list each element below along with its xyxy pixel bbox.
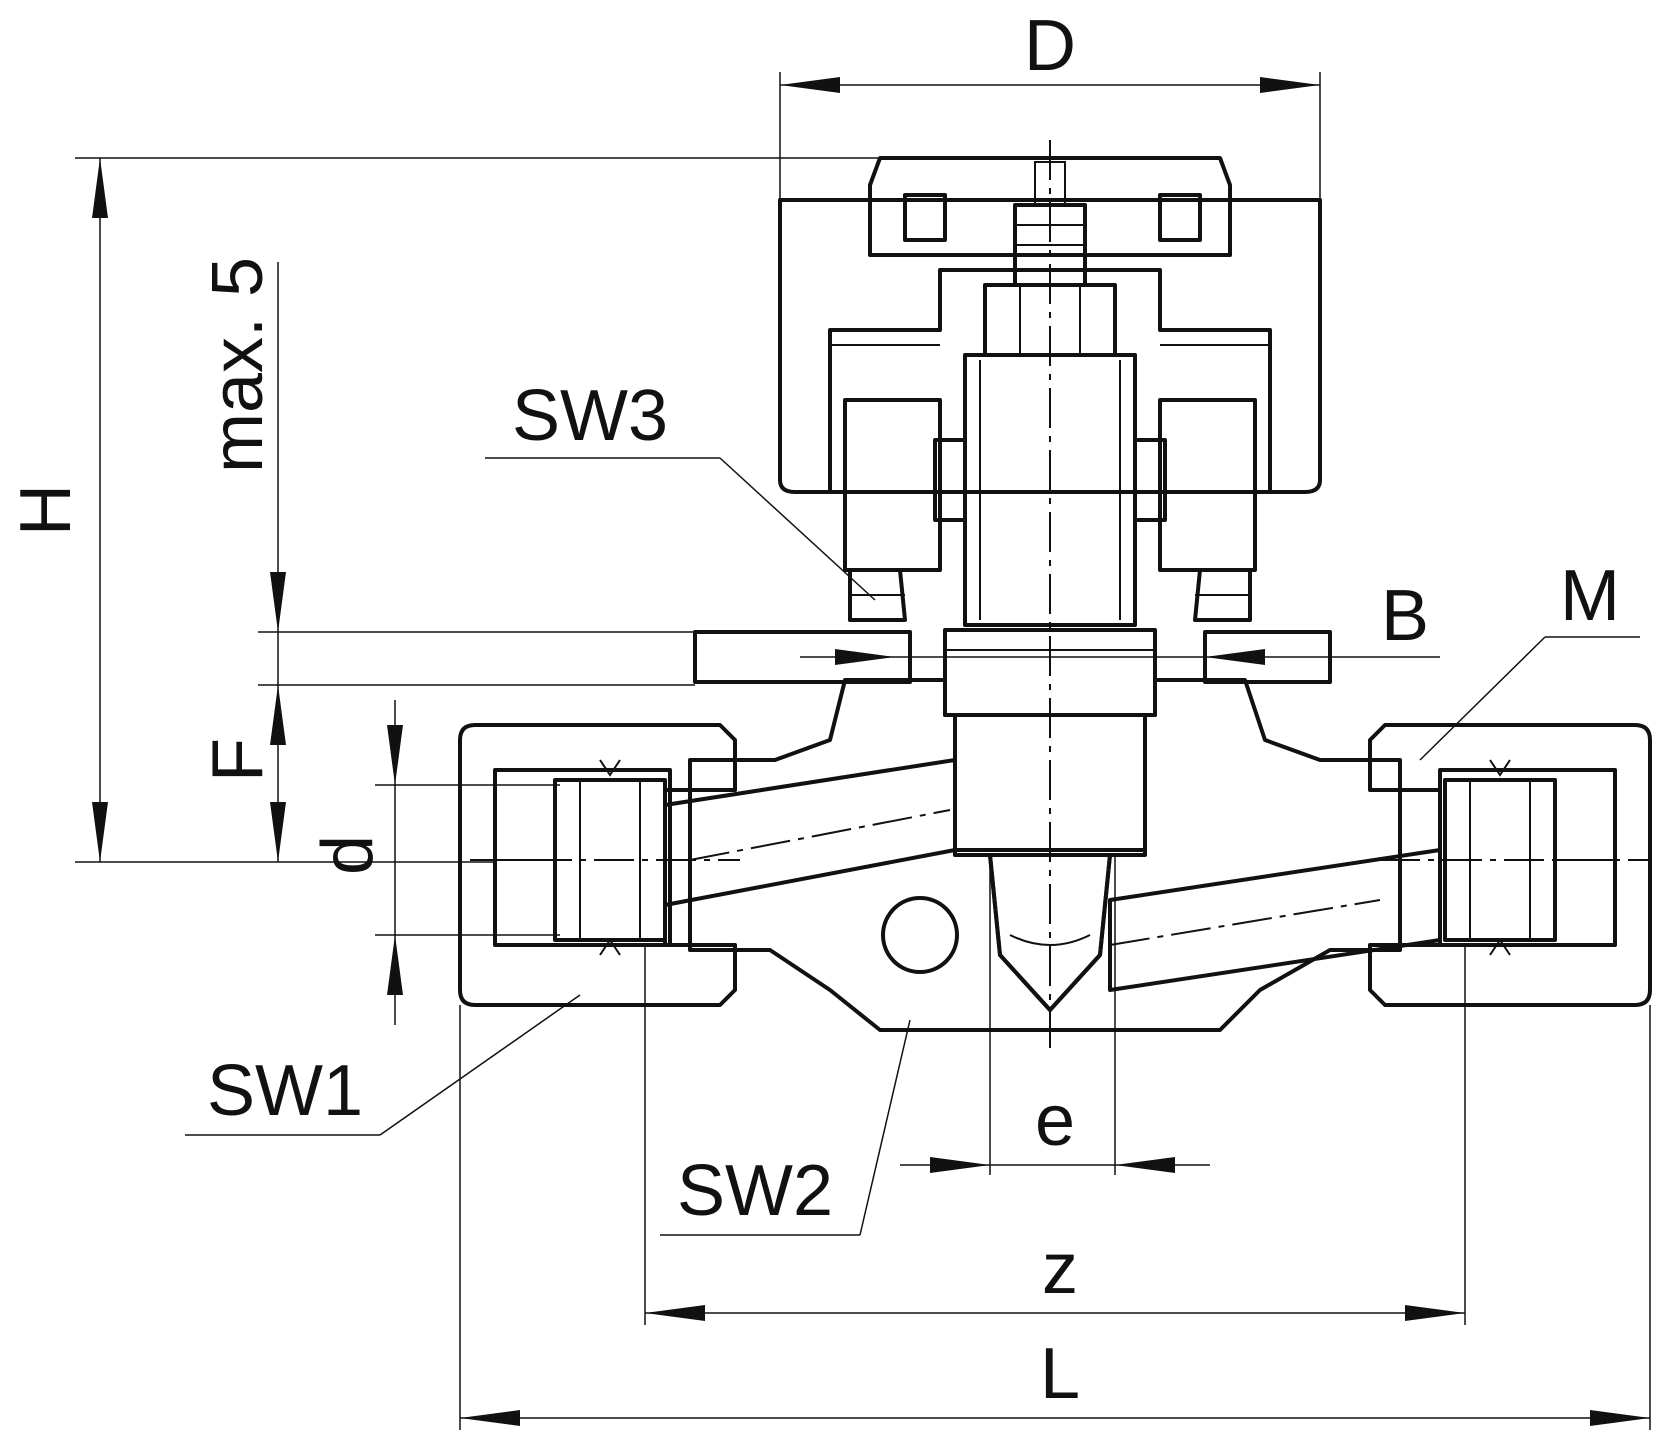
dimension-max5: max. 5 <box>198 257 695 686</box>
leader-B: B <box>800 576 1440 665</box>
label-B: B <box>1381 576 1429 656</box>
label-M: M <box>1560 556 1620 636</box>
right-compression-nut <box>1368 723 1652 1007</box>
dimension-H: H <box>6 157 880 863</box>
label-SW1: SW1 <box>207 1051 363 1131</box>
label-H: H <box>6 484 86 536</box>
leader-SW1: SW1 <box>185 994 581 1136</box>
leader-SW3: SW3 <box>485 376 876 601</box>
dimension-L: L <box>459 1005 1651 1430</box>
dimension-F: F <box>198 685 286 862</box>
dimension-d: d <box>308 700 560 1025</box>
dimension-D: D <box>779 6 1321 200</box>
bonnet <box>843 398 1257 622</box>
dimension-e: e <box>900 855 1210 1175</box>
label-SW3: SW3 <box>512 376 668 456</box>
left-compression-nut <box>458 723 737 1007</box>
center-lines <box>470 140 1650 1055</box>
label-e: e <box>1035 1081 1075 1161</box>
label-L: L <box>1040 1334 1080 1414</box>
leader-M: M <box>1419 556 1640 761</box>
label-F: F <box>198 738 278 782</box>
label-D: D <box>1024 6 1076 86</box>
dimension-z: z <box>644 945 1466 1325</box>
label-SW2: SW2 <box>677 1151 833 1231</box>
label-max5: max. 5 <box>198 257 278 473</box>
label-d: d <box>308 835 388 875</box>
leader-SW2: SW2 <box>660 1019 911 1236</box>
label-z: z <box>1042 1229 1078 1309</box>
